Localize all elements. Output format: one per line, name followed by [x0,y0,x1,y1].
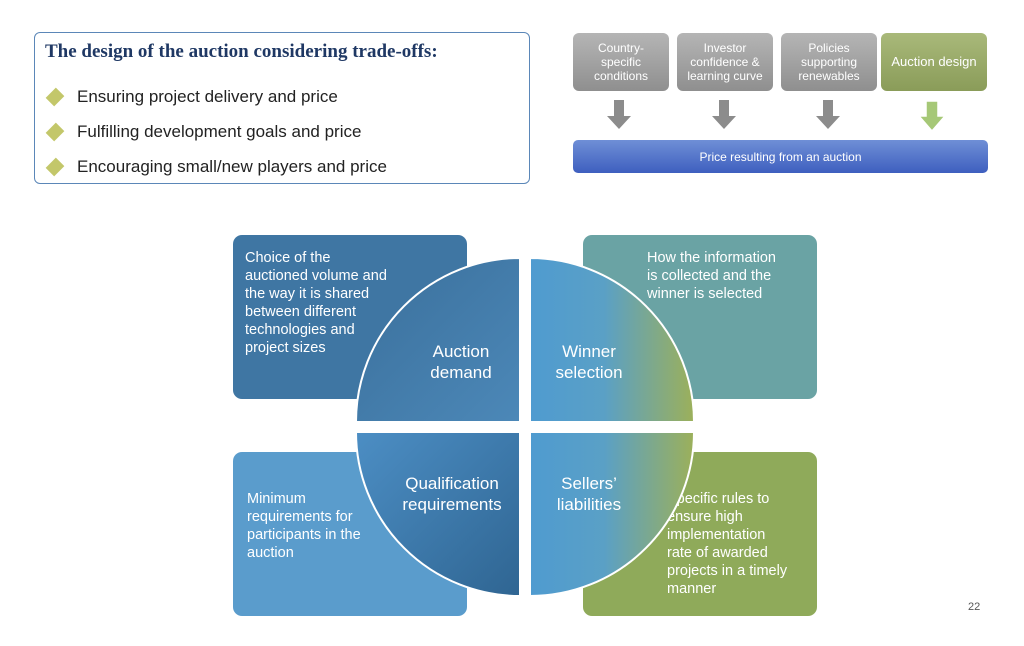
factor-auction-design: Auction design [881,33,987,91]
tradeoff-text: Fulfilling development goals and price [77,121,362,141]
tradeoffs-title: The design of the auction considering tr… [45,41,438,62]
tradeoffs-box: The design of the auction considering tr… [34,32,530,184]
auction-demand-description: Choice of the auctioned volume and the w… [245,250,387,356]
down-arrow-icon [607,100,631,129]
quadrant-label-auction-demand: Auction demand [430,342,492,382]
qualification-description: Minimum requirements for participants in… [247,491,361,561]
tradeoff-text: Ensuring project delivery and price [77,86,338,106]
winner-selection-description: How the information is collected and the… [647,250,776,302]
quadrant-label-sellers-liabilities: Sellers’ liabilities [556,474,622,514]
tradeoff-item: Fulfilling development goals and price [45,114,387,149]
tradeoff-item: Ensuring project delivery and price [45,79,387,114]
quadrant-qualification [354,431,521,598]
quadrant-sellers-liabilities [529,431,696,598]
quadrant-label-qualification: Qualification requirements [402,474,502,514]
tradeoffs-list: Ensuring project delivery and price Fulf… [45,79,387,184]
down-arrow-icon [816,100,840,129]
factor-country-conditions: Country- specific conditions [573,33,669,91]
factor-investor-confidence: Investor confidence & learning curve [677,33,773,91]
page-number: 22 [968,601,981,613]
tradeoff-item: Encouraging small/new players and price [45,149,387,184]
down-arrow-icon [918,100,946,132]
quadrant-auction-demand [354,256,521,423]
quadrant-label-winner-selection: Winner selection [555,342,623,382]
down-arrow-icon [712,100,736,129]
sellers-liabilities-description: Specific rules to ensure high implementa… [667,491,788,597]
tradeoff-text: Encouraging small/new players and price [77,156,387,176]
quadrant-winner-selection [529,256,696,423]
factor-policies: Policies supporting renewables [781,33,877,91]
price-result-bar: Price resulting from an auction [573,140,988,173]
